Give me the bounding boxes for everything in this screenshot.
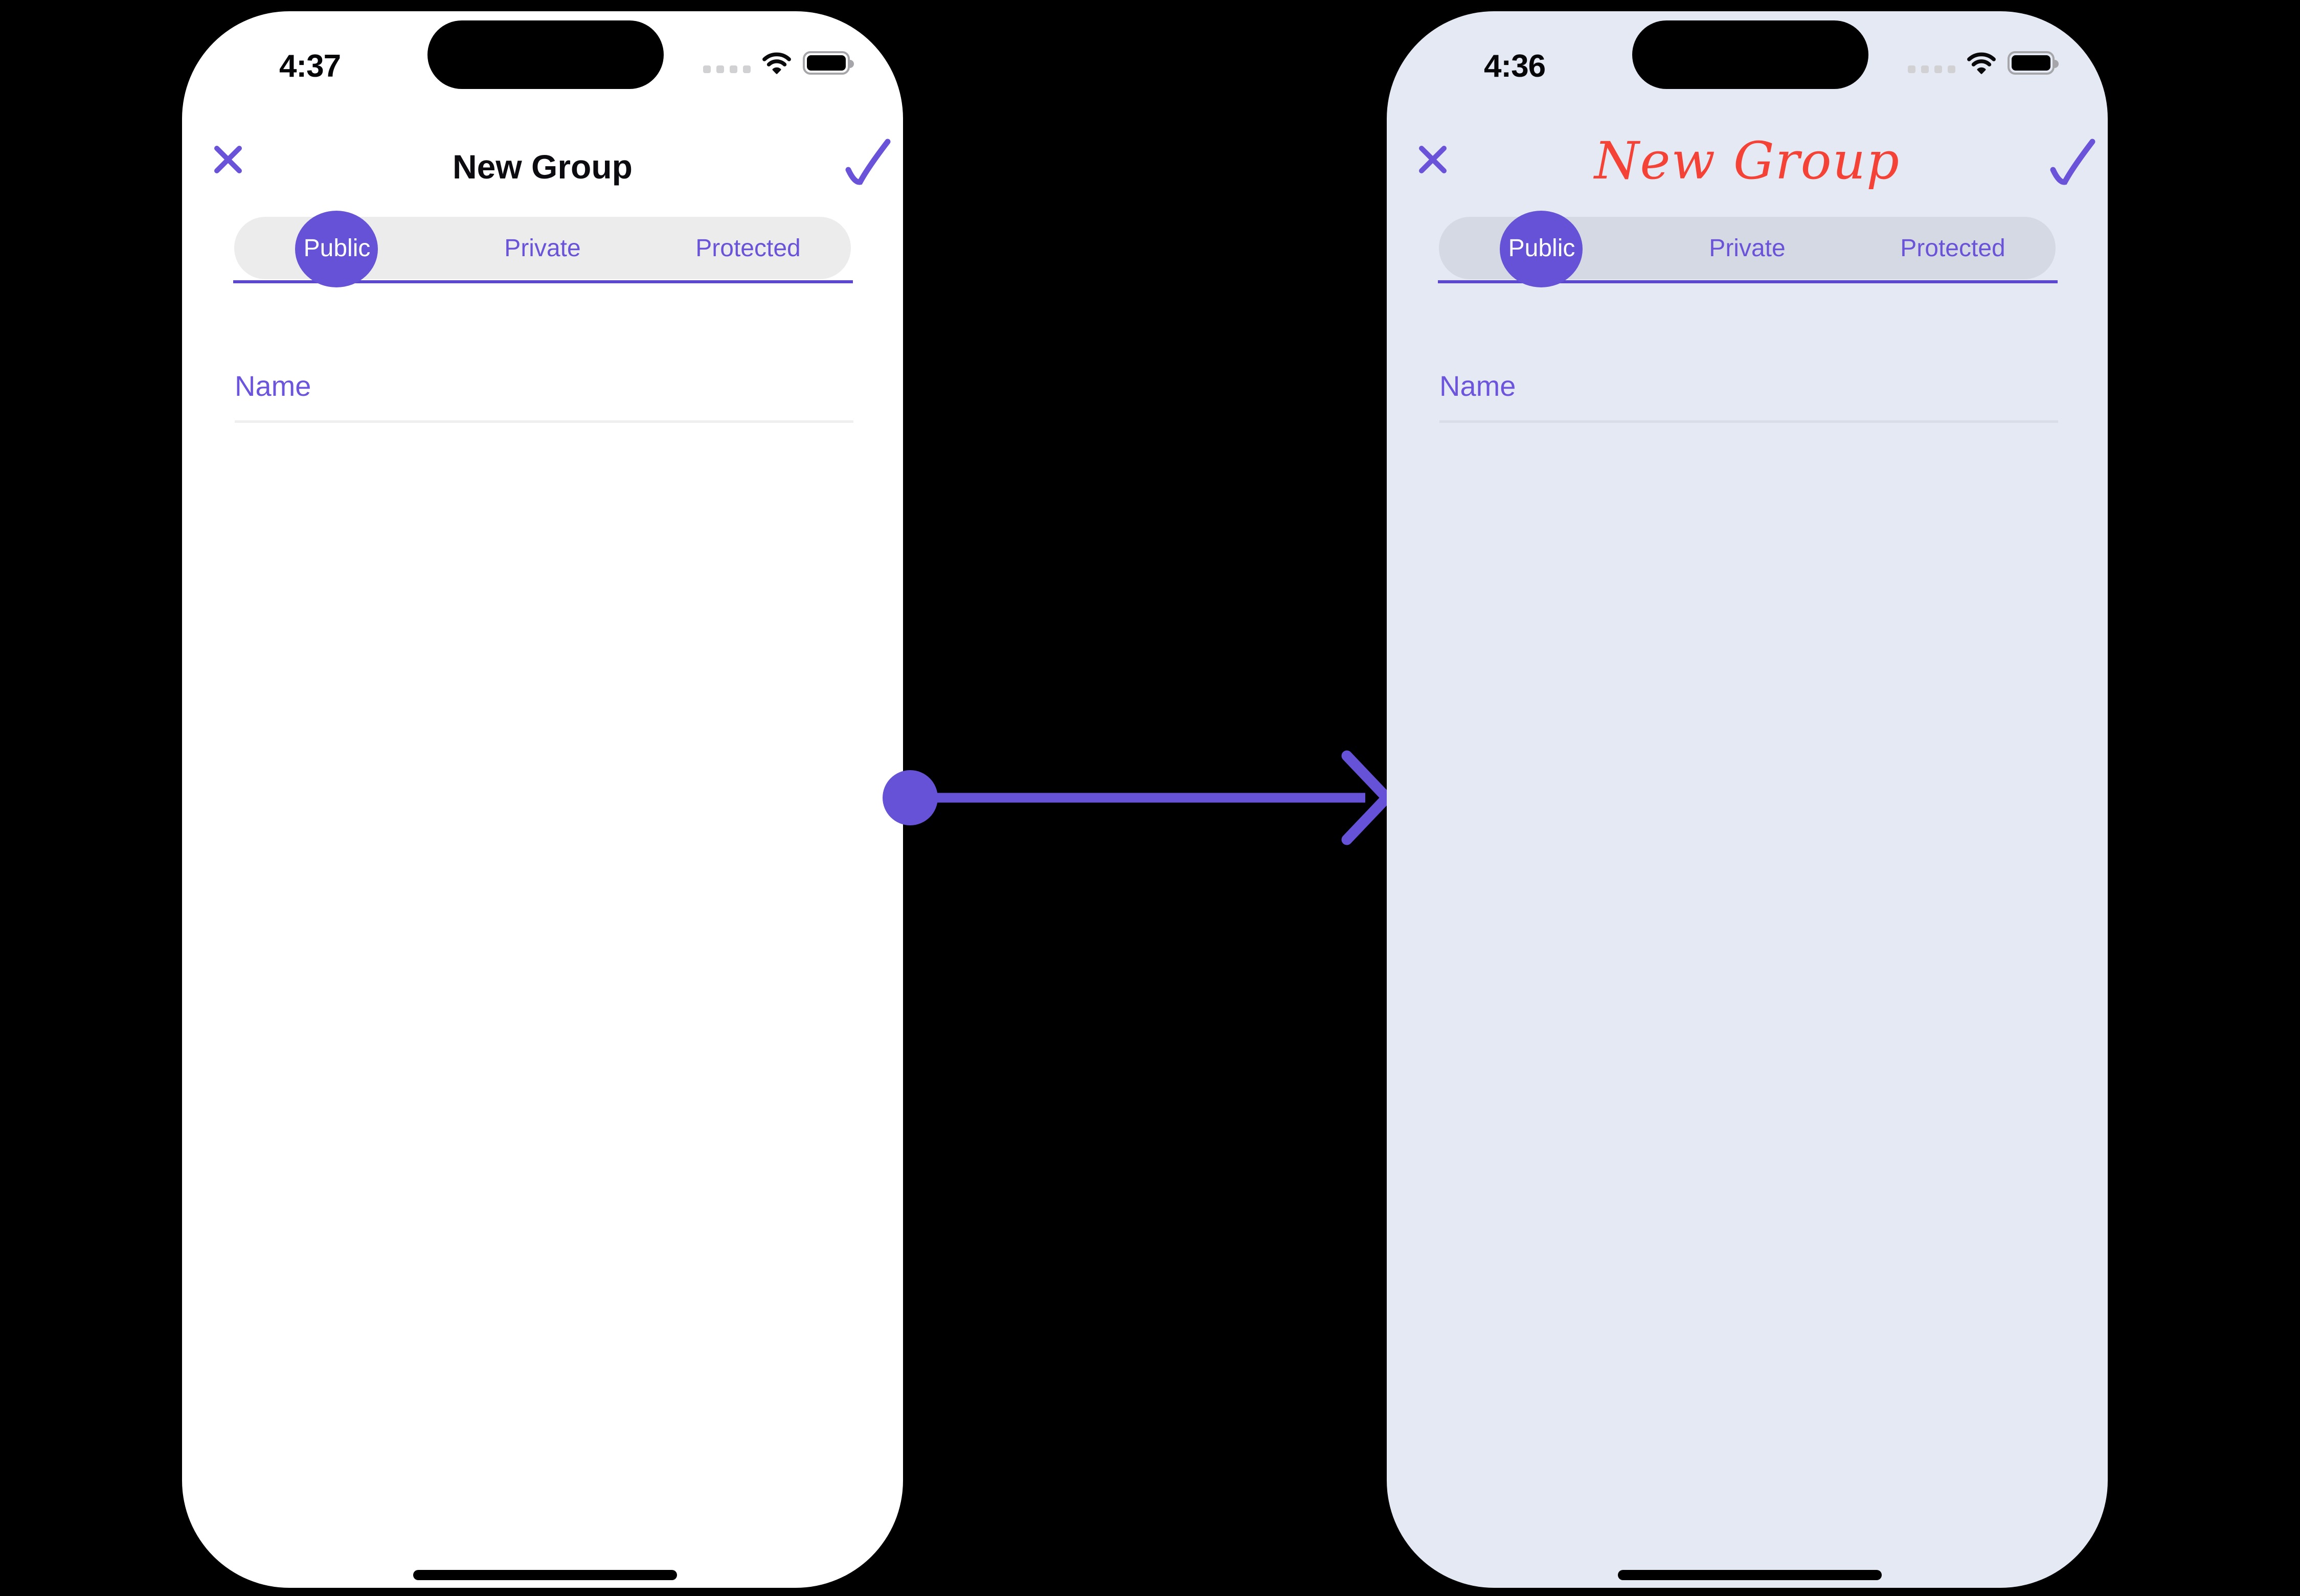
close-icon[interactable] [214,145,242,174]
status-time: 4:37 [279,49,341,84]
selected-tab-indicator [295,211,378,287]
transition-arrow [883,750,1392,845]
battery-icon [803,51,854,75]
segmented-tabs: Public Private Protected [1439,217,2056,279]
tab-protected[interactable]: Protected [1900,234,2005,262]
check-icon[interactable] [2049,138,2096,186]
page-title: New Group [452,148,633,186]
name-input[interactable] [235,351,853,423]
phone-mockup-before: 4:37 New Group Pu [182,11,903,1588]
check-icon[interactable] [845,138,892,186]
tab-protected[interactable]: Protected [695,234,801,262]
close-icon[interactable] [1418,145,1447,174]
wifi-icon [762,52,791,74]
segmented-tabs: Public Private Protected [234,217,851,279]
cellular-signal-dots-icon [703,65,751,73]
status-icons [703,51,854,75]
home-indicator[interactable] [413,1570,677,1580]
battery-icon [2008,51,2059,75]
segmented-underline [1438,280,2058,283]
page-title-script: New Group [1594,131,1901,191]
segmented-underline [233,280,853,283]
cellular-signal-dots-icon [1908,65,1955,73]
selected-tab-indicator [1500,211,1583,287]
name-input[interactable] [1439,351,2058,423]
status-icons [1908,51,2059,75]
dynamic-island [427,20,664,89]
tab-public[interactable]: Public [1508,234,1575,262]
wifi-icon [1967,52,1996,74]
tab-public[interactable]: Public [303,234,371,262]
home-indicator[interactable] [1618,1570,1882,1580]
phone-mockup-after: 4:36 New Group Pu [1387,11,2108,1588]
status-time: 4:36 [1483,49,1546,84]
tab-private[interactable]: Private [504,234,581,262]
dynamic-island [1632,20,1868,89]
tab-private[interactable]: Private [1709,234,1786,262]
